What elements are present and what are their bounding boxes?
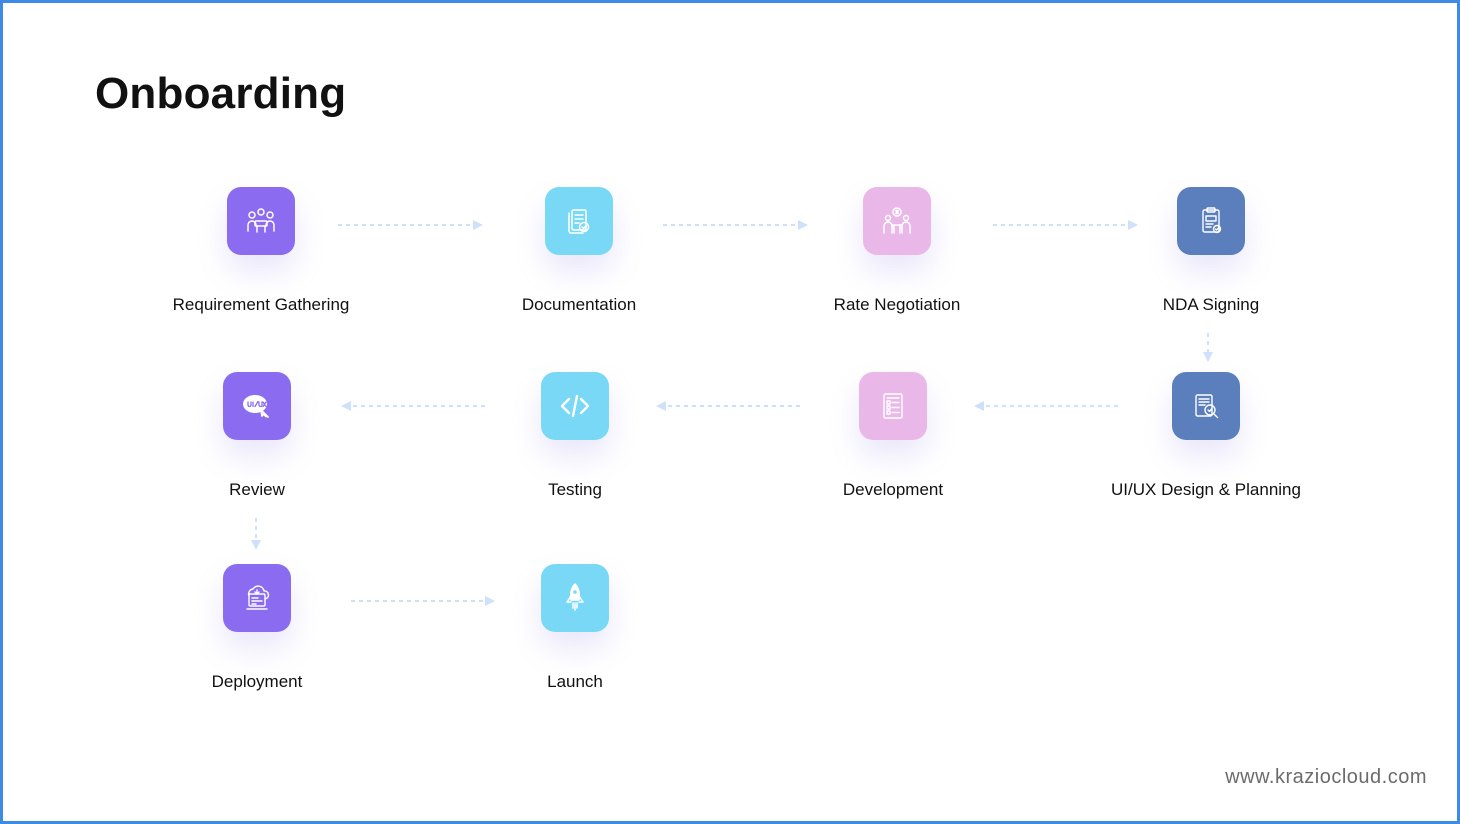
step-label: Rate Negotiation [833, 295, 961, 314]
code-icon [560, 394, 590, 418]
step-label: Launch [547, 672, 603, 691]
step-tile [1177, 187, 1245, 255]
step-label: Development [842, 480, 944, 499]
nda-clipboard-icon [1202, 207, 1222, 234]
step-label: NDA Signing [1162, 295, 1260, 314]
step-tile [223, 564, 291, 632]
step-tile [545, 187, 613, 255]
step-tile [859, 372, 927, 440]
step-label: Review [229, 480, 285, 499]
step-tile [541, 372, 609, 440]
ui-ux-cursor-icon [243, 395, 269, 418]
negotiation-icon [883, 207, 911, 234]
rocket-icon [566, 583, 584, 611]
cloud-server-icon [246, 585, 270, 610]
step-label: Documentation [521, 295, 637, 314]
step-tile [541, 564, 609, 632]
step-tile [1172, 372, 1240, 440]
step-label: UI/UX Design & Planning [1111, 480, 1301, 499]
team-meeting-icon [247, 208, 275, 233]
step-tile [223, 372, 291, 440]
document-check-icon [568, 209, 590, 234]
connector-layer [251, 220, 1213, 606]
page-title: Onboarding [95, 69, 347, 118]
design-review-icon [1195, 394, 1219, 419]
test-checklist-icon [883, 393, 903, 419]
step-label: Requirement Gathering [172, 295, 350, 314]
step-label: Testing [548, 480, 602, 499]
step-tile [227, 187, 295, 255]
footer-url: www.kraziocloud.com [1225, 766, 1427, 788]
step-label: Deployment [211, 672, 303, 691]
step-tile [863, 187, 931, 255]
